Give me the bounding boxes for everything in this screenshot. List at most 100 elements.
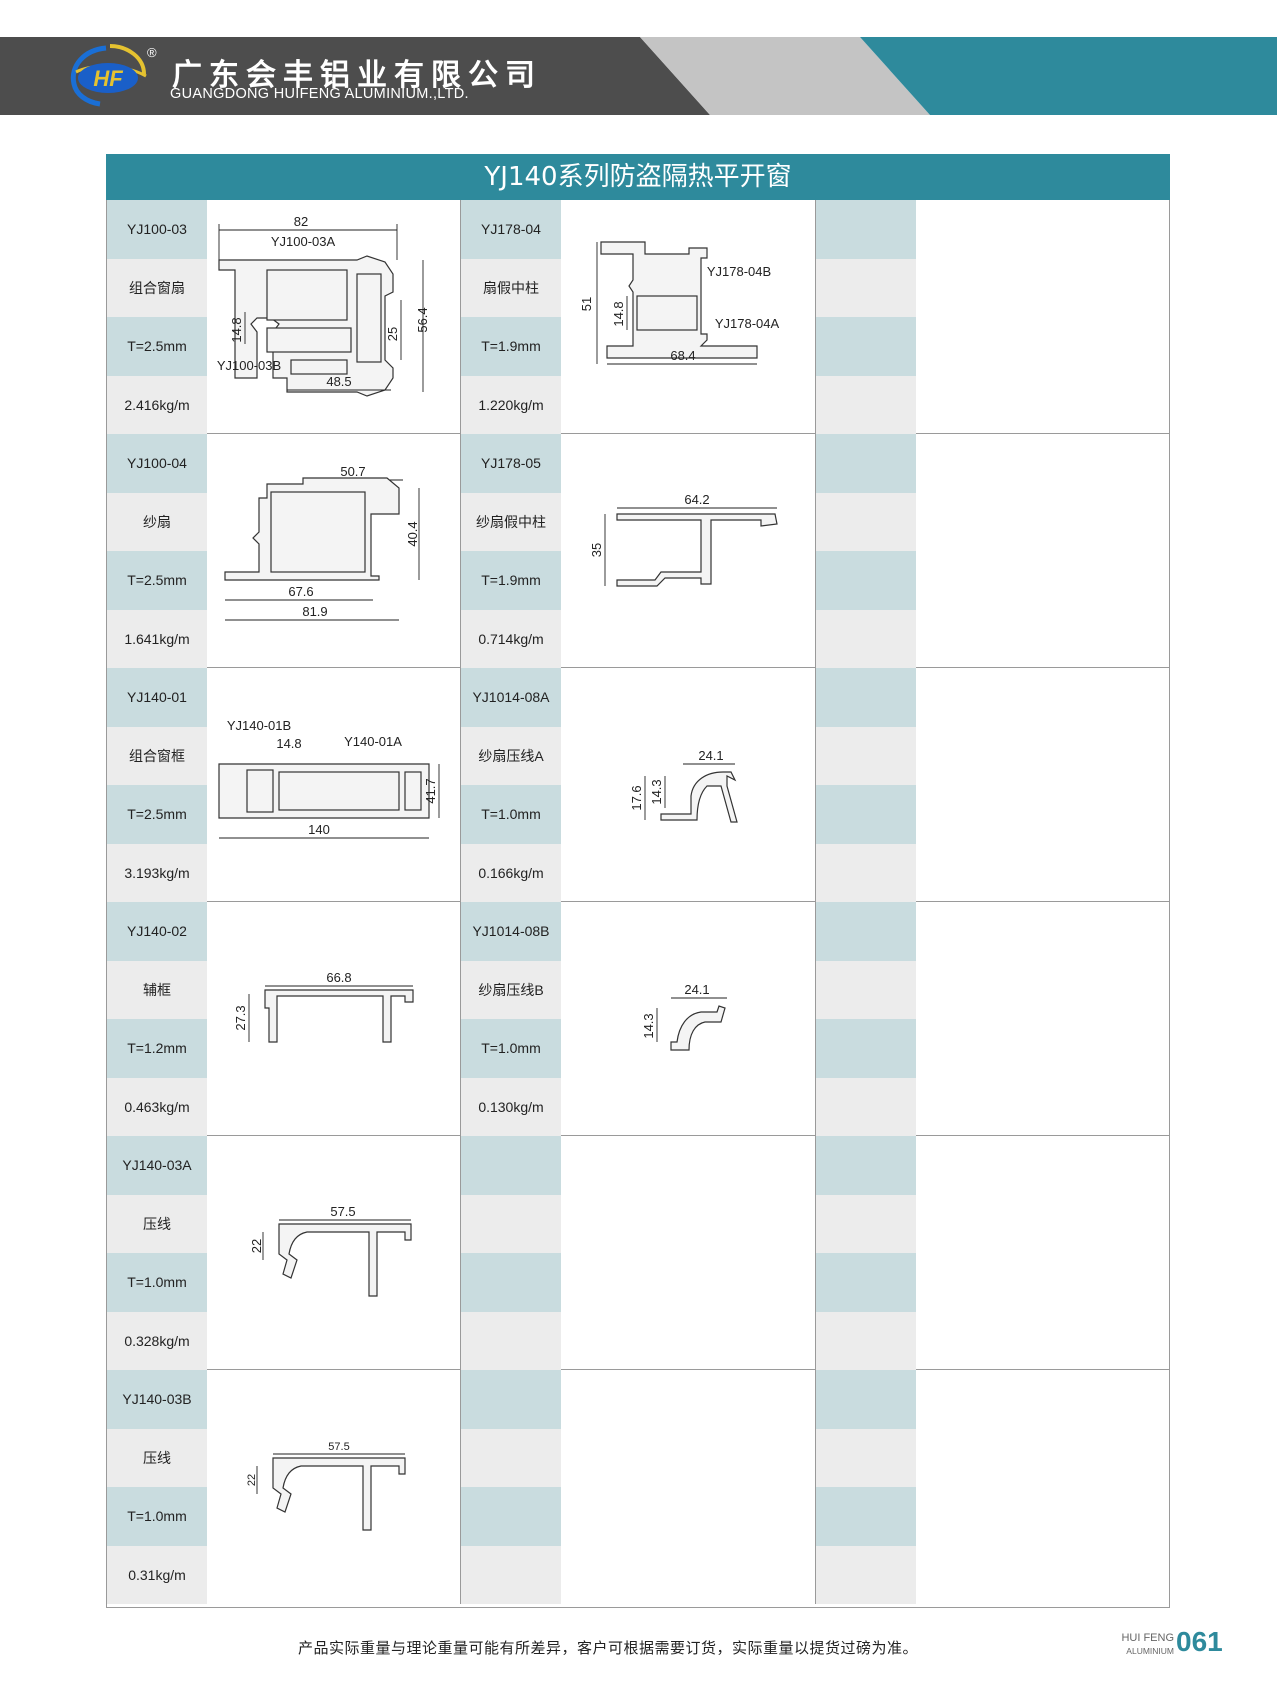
profile-info [816,902,916,1136]
profile-name: 纱扇压线B [461,960,561,1019]
dim-label: 51 [579,297,594,311]
footer-brand: HUI FENG [1121,1632,1174,1644]
dim-label: 17.6 [629,785,644,810]
profile-name: 纱扇压线A [461,726,561,785]
company-name-cn: 广东会丰铝业有限公司 [172,58,542,93]
empty-cell [461,1136,816,1370]
profile-code: YJ178-05 [461,434,561,493]
dim-label: 22 [246,1474,258,1486]
profile-drawing: 51 14.8 YJ178-04B YJ178-04A 68.4 [561,200,811,434]
profile-cell: YJ140-03A 压线 T=1.0mm 0.328kg/m 57.5 22 [107,1136,461,1370]
dim-label: 57.5 [330,1204,355,1219]
dim-label: 68.4 [670,348,695,363]
profile-name: 纱扇假中柱 [461,492,561,551]
profile-code: YJ100-03 [107,200,207,259]
dim-label: 22 [249,1239,264,1253]
profile-drawing: 66.8 27.3 [207,902,457,1136]
footer-brand-sub: ALUMINIUM [1126,1646,1174,1656]
dim-label: YJ100-03B [217,358,281,373]
dim-label: YJ140-01B [227,718,291,733]
profile-thickness: T=2.5mm [107,785,207,844]
profile-cell: YJ1014-08A 纱扇压线A T=1.0mm 0.166kg/m 24.1 … [461,668,816,902]
profile-name: 压线 [107,1428,207,1487]
profile-weight: 0.328kg/m [107,1311,207,1370]
profile-info: YJ140-03A 压线 T=1.0mm 0.328kg/m [107,1136,207,1370]
table-row: YJ100-04 纱扇 T=2.5mm 1.641kg/m 50.7 40.4 … [107,434,1169,668]
dim-label: 41.7 [423,778,438,803]
profile-info: YJ1014-08A 纱扇压线A T=1.0mm 0.166kg/m [461,668,561,902]
profile-thickness: T=1.9mm [461,317,561,376]
profile-weight: 0.31kg/m [107,1545,207,1604]
table-row: YJ140-02 辅框 T=1.2mm 0.463kg/m 66.8 27.3 … [107,902,1169,1136]
empty-cell [816,200,1169,434]
profile-name: 组合窗框 [107,726,207,785]
dim-label: 14.8 [611,301,626,326]
dim-label: 35 [589,543,604,557]
empty-cell [816,668,1169,902]
profile-drawing: 24.1 17.6 14.3 [561,668,811,902]
profile-name: 组合窗扇 [107,258,207,317]
empty-cell [816,902,1169,1136]
profile-cell: YJ140-02 辅框 T=1.2mm 0.463kg/m 66.8 27.3 [107,902,461,1136]
profile-cell: YJ140-01 组合窗框 T=2.5mm 3.193kg/m YJ140-01… [107,668,461,902]
page-title: YJ140系列防盗隔热平开窗 [106,154,1170,200]
profile-weight: 0.166kg/m [461,843,561,902]
profile-info: YJ100-04 纱扇 T=2.5mm 1.641kg/m [107,434,207,668]
profile-weight: 1.220kg/m [461,375,561,434]
profile-name: 纱扇 [107,492,207,551]
profile-name: 压线 [107,1194,207,1253]
profile-thickness: T=1.2mm [107,1019,207,1078]
company-name-en: GUANGDONG HUIFENG ALUMINIUM.,LTD. [170,86,469,102]
profile-code: YJ100-04 [107,434,207,493]
table-row: YJ140-03B 压线 T=1.0mm 0.31kg/m 57.5 22 [107,1370,1169,1604]
footer-note: 产品实际重量与理论重量可能有所差异，客户可根据需要订货，实际重量以提货过磅为准。 [298,1639,919,1657]
profile-code: YJ178-04 [461,200,561,259]
profile-cell: YJ100-04 纱扇 T=2.5mm 1.641kg/m 50.7 40.4 … [107,434,461,668]
profile-thickness: T=1.0mm [461,1019,561,1078]
profile-drawing: 57.5 22 [207,1370,457,1604]
dim-label: YJ178-04B [707,264,771,279]
profile-code: YJ1014-08A [461,668,561,727]
profile-info: YJ178-05 纱扇假中柱 T=1.9mm 0.714kg/m [461,434,561,668]
profile-code: YJ1014-08B [461,902,561,961]
dim-label: 48.5 [326,374,351,389]
profile-code: YJ140-02 [107,902,207,961]
profile-cell: YJ178-05 纱扇假中柱 T=1.9mm 0.714kg/m 64.2 35 [461,434,816,668]
dim-label: YJ178-04A [715,316,780,331]
dim-label: 14.3 [649,779,664,804]
registered-mark: ® [147,45,157,60]
dim-label: 56.4 [415,307,430,332]
dim-label: 57.5 [328,1441,349,1453]
dim-label: 24.1 [684,982,709,997]
profile-name: 辅框 [107,960,207,1019]
profile-weight: 2.416kg/m [107,375,207,434]
profile-thickness: T=1.0mm [107,1487,207,1546]
profile-code: YJ140-03B [107,1370,207,1429]
logo-text: HF [93,66,123,91]
profile-info [461,1136,561,1370]
profile-drawing: 64.2 35 [561,434,811,668]
profile-cell: YJ178-04 扇假中柱 T=1.9mm 1.220kg/m 51 14.8 … [461,200,816,434]
dim-label: 82 [294,214,308,229]
profile-weight: 3.193kg/m [107,843,207,902]
page-number: 061 [1176,1626,1223,1657]
dim-label: 50.7 [340,464,365,479]
company-logo: HF [66,40,150,112]
dim-label: 14.8 [276,736,301,751]
profile-info: YJ140-03B 压线 T=1.0mm 0.31kg/m [107,1370,207,1604]
profile-info [816,434,916,668]
profile-info: YJ178-04 扇假中柱 T=1.9mm 1.220kg/m [461,200,561,434]
profile-name: 扇假中柱 [461,258,561,317]
dim-label: 24.1 [698,748,723,763]
dim-label: 27.3 [233,1005,248,1030]
dim-label: 40.4 [405,521,420,546]
profile-info: YJ1014-08B 纱扇压线B T=1.0mm 0.130kg/m [461,902,561,1136]
profile-thickness: T=1.0mm [461,785,561,844]
dim-label: 67.6 [288,584,313,599]
profile-thickness: T=2.5mm [107,317,207,376]
profile-info [461,1370,561,1604]
dim-label: 14.3 [641,1013,656,1038]
profile-drawing: YJ140-01B 14.8 Y140-01A 41.7 140 [207,668,457,902]
profile-info [816,668,916,902]
profile-info: YJ140-01 组合窗框 T=2.5mm 3.193kg/m [107,668,207,902]
